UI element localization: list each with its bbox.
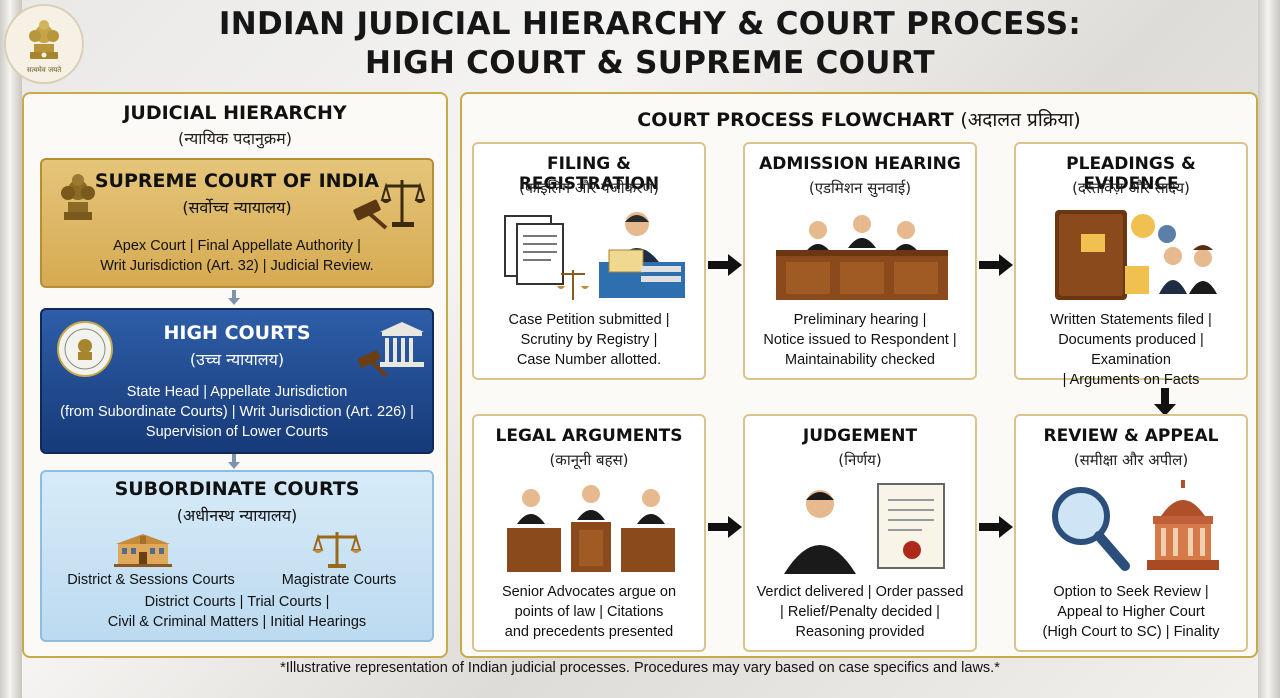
step-filing-registration: FILING & REGISTRATION (फाइलिंग और पंजीकर… <box>472 142 706 380</box>
left-pillar-decoration <box>0 0 22 698</box>
step-desc-line: Written Statements filed | <box>1050 312 1212 328</box>
district-court-building-icon <box>114 534 172 567</box>
step-desc-line: Reasoning provided <box>795 624 925 640</box>
high-courts-hindi: (उच्च न्यायालय) <box>189 350 285 369</box>
high-courts-desc-1: State Head | Appellate Jurisdiction <box>126 384 348 400</box>
arrow-right-icon <box>979 254 1013 276</box>
step-desc-line: Appeal to Higher Court <box>1057 604 1205 620</box>
step-desc: Verdict delivered | Order passed | Relie… <box>749 582 971 642</box>
supreme-court-tier: SUPREME COURT OF INDIA (सर्वोच्च न्यायाल… <box>40 158 434 288</box>
step-hindi: (कानूनी बहस) <box>549 451 629 469</box>
high-courts-desc-3: Supervision of Lower Courts <box>145 424 329 440</box>
supreme-court-desc-2: Writ Jurisdiction (Art. 32) | Judicial R… <box>100 258 374 274</box>
step-desc-line: Notice issued to Respondent | <box>763 332 957 348</box>
step-legal-arguments: LEGAL ARGUMENTS (कानूनी बहस) Senior Advo… <box>472 414 706 652</box>
arrow-down-icon <box>228 454 240 469</box>
arrow-down-icon <box>228 290 240 305</box>
step-hindi: (निर्णय) <box>838 451 882 469</box>
step-pleadings-evidence: PLEADINGS & EVIDENCE (दस्तावेज़ और साक्ष… <box>1014 142 1248 388</box>
national-emblem-logo: सत्यमेव जयते <box>4 4 84 84</box>
step-desc: Written Statements filed | Documents pro… <box>1020 310 1242 390</box>
supreme-court-desc-1: Apex Court | Final Appellate Authority | <box>113 238 361 254</box>
supreme-court-name: SUPREME COURT OF INDIA <box>94 170 380 192</box>
main-title-line2: HIGH COURT & SUPREME COURT <box>365 45 935 81</box>
gavel-and-scales-icon <box>353 180 426 230</box>
judges-bench-icon <box>776 215 948 300</box>
subordinate-courts-name: SUBORDINATE COURTS <box>114 478 360 500</box>
high-courts-name: HIGH COURTS <box>163 322 311 344</box>
step-title: PLEADINGS & EVIDENCE <box>1066 154 1196 194</box>
court-process-flowchart-panel: COURT PROCESS FLOWCHART (अदालत प्रक्रिया… <box>460 92 1258 658</box>
flowchart-title-hindi: (अदालत प्रक्रिया) <box>960 109 1081 131</box>
emblem-caption: सत्यमेव जयते <box>26 65 62 74</box>
step-desc: Option to Seek Review | Appeal to Higher… <box>1020 582 1242 642</box>
high-courts-desc-2: (from Subordinate Courts) | Writ Jurisdi… <box>60 404 414 420</box>
magnifier-and-supreme-court-icon <box>1052 480 1219 571</box>
step-title: LEGAL ARGUMENTS <box>495 426 683 446</box>
advocates-arguing-icon <box>507 485 675 572</box>
step-desc-line: | Arguments on Facts <box>1062 372 1200 388</box>
step-desc-line: Scrutiny by Registry | <box>520 332 658 348</box>
arrow-right-icon <box>708 254 742 276</box>
step-hindi: (एडमिशन सुनवाई) <box>808 179 912 197</box>
step-title: JUDGEMENT <box>802 426 918 446</box>
step-review-appeal: REVIEW & APPEAL (समीक्षा और अपील) Option… <box>1014 414 1248 652</box>
subordinate-courts-hindi: (अधीनस्थ न्यायालय) <box>176 506 298 525</box>
arrow-down-icon <box>1154 388 1176 416</box>
disclaimer-footer: *Illustrative representation of Indian j… <box>280 660 1000 676</box>
step-judgement: JUDGEMENT (निर्णय) Verdict delivered | O… <box>743 414 977 652</box>
step-desc-line: Senior Advocates argue on <box>501 584 677 600</box>
step-desc-line: Case Number allotted. <box>516 352 662 368</box>
hierarchy-title: JUDICIAL HIERARCHY <box>123 102 347 124</box>
step-desc: Case Petition submitted | Scrutiny by Re… <box>478 310 700 370</box>
step-desc-line: Documents produced | Examination <box>1058 332 1204 368</box>
main-title-line1: INDIAN JUDICIAL HIERARCHY & COURT PROCES… <box>218 6 1082 42</box>
district-sessions-label: District & Sessions Courts <box>67 572 235 588</box>
lion-capital-icon <box>29 19 59 59</box>
flowchart-title: COURT PROCESS FLOWCHART (अदालत प्रक्रिया… <box>462 106 1256 132</box>
magistrate-courts-label: Magistrate Courts <box>281 572 397 588</box>
courthouse-gavel-icon <box>358 322 424 378</box>
step-desc-line: and precedents presented <box>504 624 674 640</box>
documents-and-clerk-icon <box>504 212 685 300</box>
step-admission-hearing: ADMISSION HEARING (एडमिशन सुनवाई) Prelim… <box>743 142 977 380</box>
step-title: FILING & REGISTRATION <box>518 154 660 194</box>
subordinate-desc-2: Civil & Criminal Matters | Initial Heari… <box>107 614 367 630</box>
step-hindi: (दस्तावेज़ और साक्ष्य) <box>1072 179 1190 197</box>
step-desc-line: Option to Seek Review | <box>1053 584 1209 600</box>
arrow-right-icon <box>979 516 1013 538</box>
judge-with-verdict-scroll-icon <box>784 483 945 574</box>
high-court-seal-icon <box>57 321 113 377</box>
step-desc-line: Preliminary hearing | <box>793 312 927 328</box>
arrow-right-icon <box>708 516 742 538</box>
judicial-hierarchy-panel: JUDICIAL HIERARCHY (न्यायिक पदानुक्रम) S… <box>22 92 448 658</box>
right-pillar-decoration <box>1258 0 1280 698</box>
step-desc-line: points of law | Citations <box>514 604 664 620</box>
step-hindi: (फाइलिंग और पंजीकरण) <box>518 179 660 197</box>
high-courts-tier: HIGH COURTS (उच्च न्यायालय) State Head |… <box>40 308 434 454</box>
step-title: ADMISSION HEARING <box>759 154 961 174</box>
step-desc-line: | Relief/Penalty decided | <box>780 604 940 620</box>
supreme-court-hindi: (सर्वोच्च न्यायालय) <box>182 198 292 217</box>
step-title: REVIEW & APPEAL <box>1043 426 1219 446</box>
subordinate-courts-tier: SUBORDINATE COURTS (अधीनस्थ न्यायालय) Di… <box>40 470 434 642</box>
scales-of-justice-icon <box>312 532 362 568</box>
emblem-icon <box>61 174 95 220</box>
step-hindi: (समीक्षा और अपील) <box>1073 451 1189 469</box>
evidence-folders-icon <box>1055 210 1217 300</box>
subordinate-desc-1: District Courts | Trial Courts | <box>144 594 330 610</box>
step-desc: Senior Advocates argue on points of law … <box>478 582 700 642</box>
step-desc-line: (High Court to SC) | Finality <box>1042 624 1220 640</box>
step-desc: Preliminary hearing | Notice issued to R… <box>749 310 971 370</box>
step-desc-line: Maintainability checked <box>785 352 935 368</box>
hierarchy-subtitle: (न्यायिक पदानुक्रम) <box>178 129 292 148</box>
step-desc-line: Verdict delivered | Order passed <box>756 584 964 600</box>
step-desc-line: Case Petition submitted | <box>508 312 670 328</box>
flowchart-title-english: COURT PROCESS FLOWCHART <box>637 109 954 131</box>
